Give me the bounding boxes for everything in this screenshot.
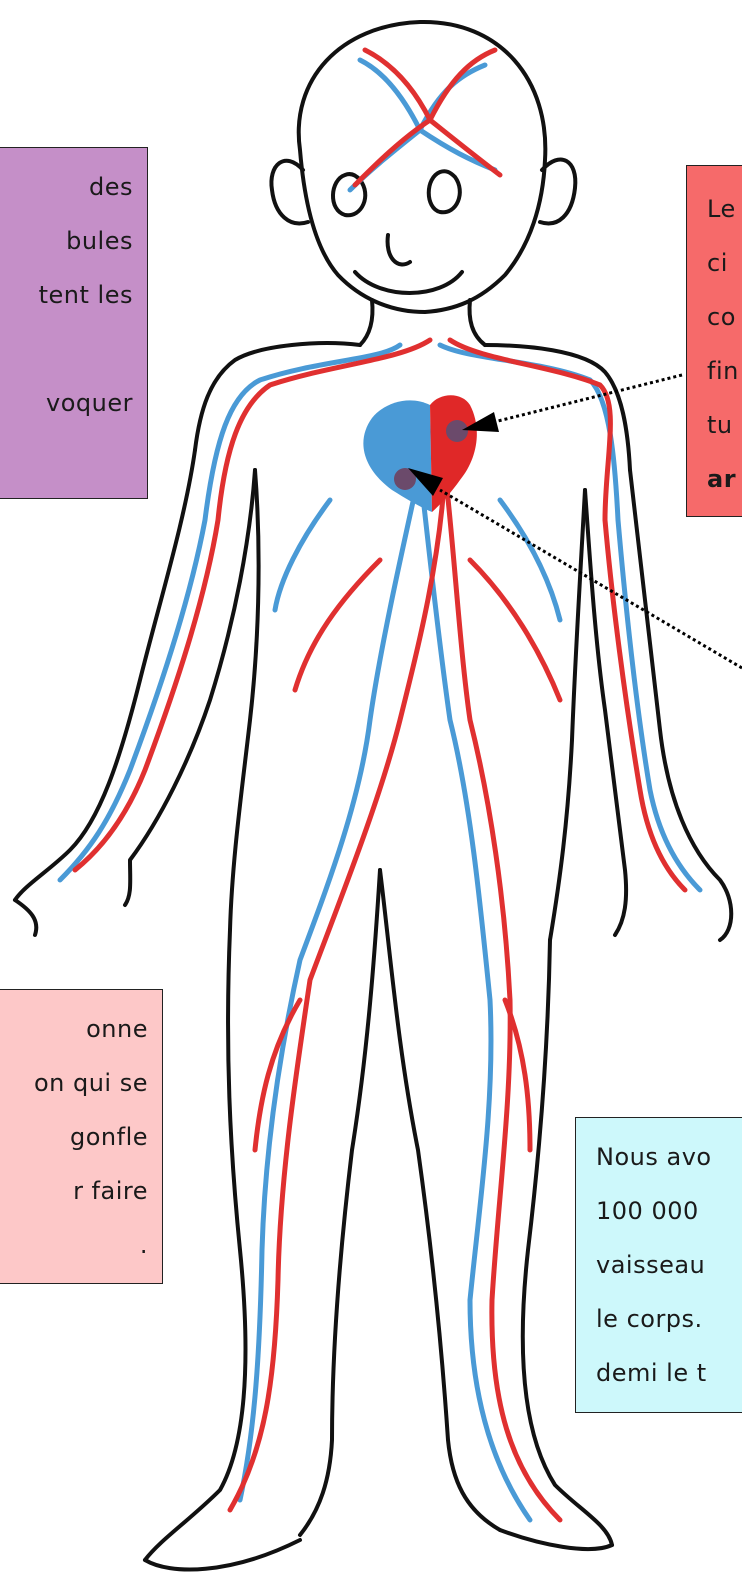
info-box-red-line: Le — [707, 182, 742, 236]
info-box-red-line: co — [707, 290, 742, 344]
body-outline-stroke — [15, 900, 36, 935]
info-box-red: Le ci co fin tu ar — [686, 165, 742, 517]
body-outline-stroke — [230, 470, 259, 930]
info-box-pink-line: r faire — [0, 1164, 162, 1218]
info-box-purple: des bules tent les voquer — [0, 147, 148, 499]
artery-branch — [430, 50, 495, 120]
body-outline-stroke — [299, 22, 546, 312]
info-box-pink-line: on qui se — [0, 1056, 162, 1110]
artery-branch — [295, 560, 380, 690]
info-box-pink-line: onne — [0, 1002, 162, 1056]
body-outline-stroke — [540, 160, 575, 224]
artery-branch — [445, 470, 560, 1520]
face-stroke — [388, 235, 410, 264]
info-box-cyan: Nous avo 100 000 vaisseau le corps. demi… — [575, 1117, 742, 1413]
artery-branch — [365, 50, 430, 120]
info-box-purple-line: des — [0, 160, 147, 214]
heart — [363, 395, 476, 512]
info-box-pink-line: gonfle — [0, 1110, 162, 1164]
artery-branch — [230, 470, 445, 1510]
info-box-purple-line: bules — [0, 214, 147, 268]
info-box-cyan-line: le corps. — [596, 1292, 742, 1346]
vein-branch — [360, 60, 420, 130]
info-box-cyan-line: vaisseau — [596, 1238, 742, 1292]
info-box-cyan-line: Nous avo — [596, 1130, 742, 1184]
vein-branch — [420, 470, 530, 1520]
body-outline-stroke — [470, 300, 485, 345]
vein-branch — [275, 500, 330, 610]
body-outline-stroke — [145, 1540, 300, 1570]
info-box-red-line: tu — [707, 398, 742, 452]
info-box-red-line-bold: ar — [707, 452, 742, 506]
info-box-purple-line — [0, 322, 147, 376]
info-box-purple-line: voquer — [0, 376, 147, 430]
info-box-cyan-line: demi le t — [596, 1346, 742, 1400]
info-box-red-line: fin — [707, 344, 742, 398]
heart-right-side — [430, 395, 477, 512]
info-box-pink-line: . — [0, 1218, 162, 1272]
face-stroke — [429, 171, 460, 212]
body-outline-stroke — [500, 1530, 612, 1549]
artery-branch — [430, 120, 500, 175]
heart-left-side — [363, 400, 432, 512]
info-box-cyan-line: 100 000 — [596, 1184, 742, 1238]
body-outline-stroke — [360, 300, 373, 345]
info-box-pink: onne on qui se gonfle r faire . — [0, 989, 163, 1284]
body-outline-stroke — [15, 450, 195, 900]
body-outline-stroke — [271, 161, 308, 224]
heart-dot-right — [446, 420, 468, 442]
info-box-purple-line: tent les — [0, 268, 147, 322]
info-box-red-line: ci — [707, 236, 742, 290]
face-stroke — [355, 272, 462, 293]
